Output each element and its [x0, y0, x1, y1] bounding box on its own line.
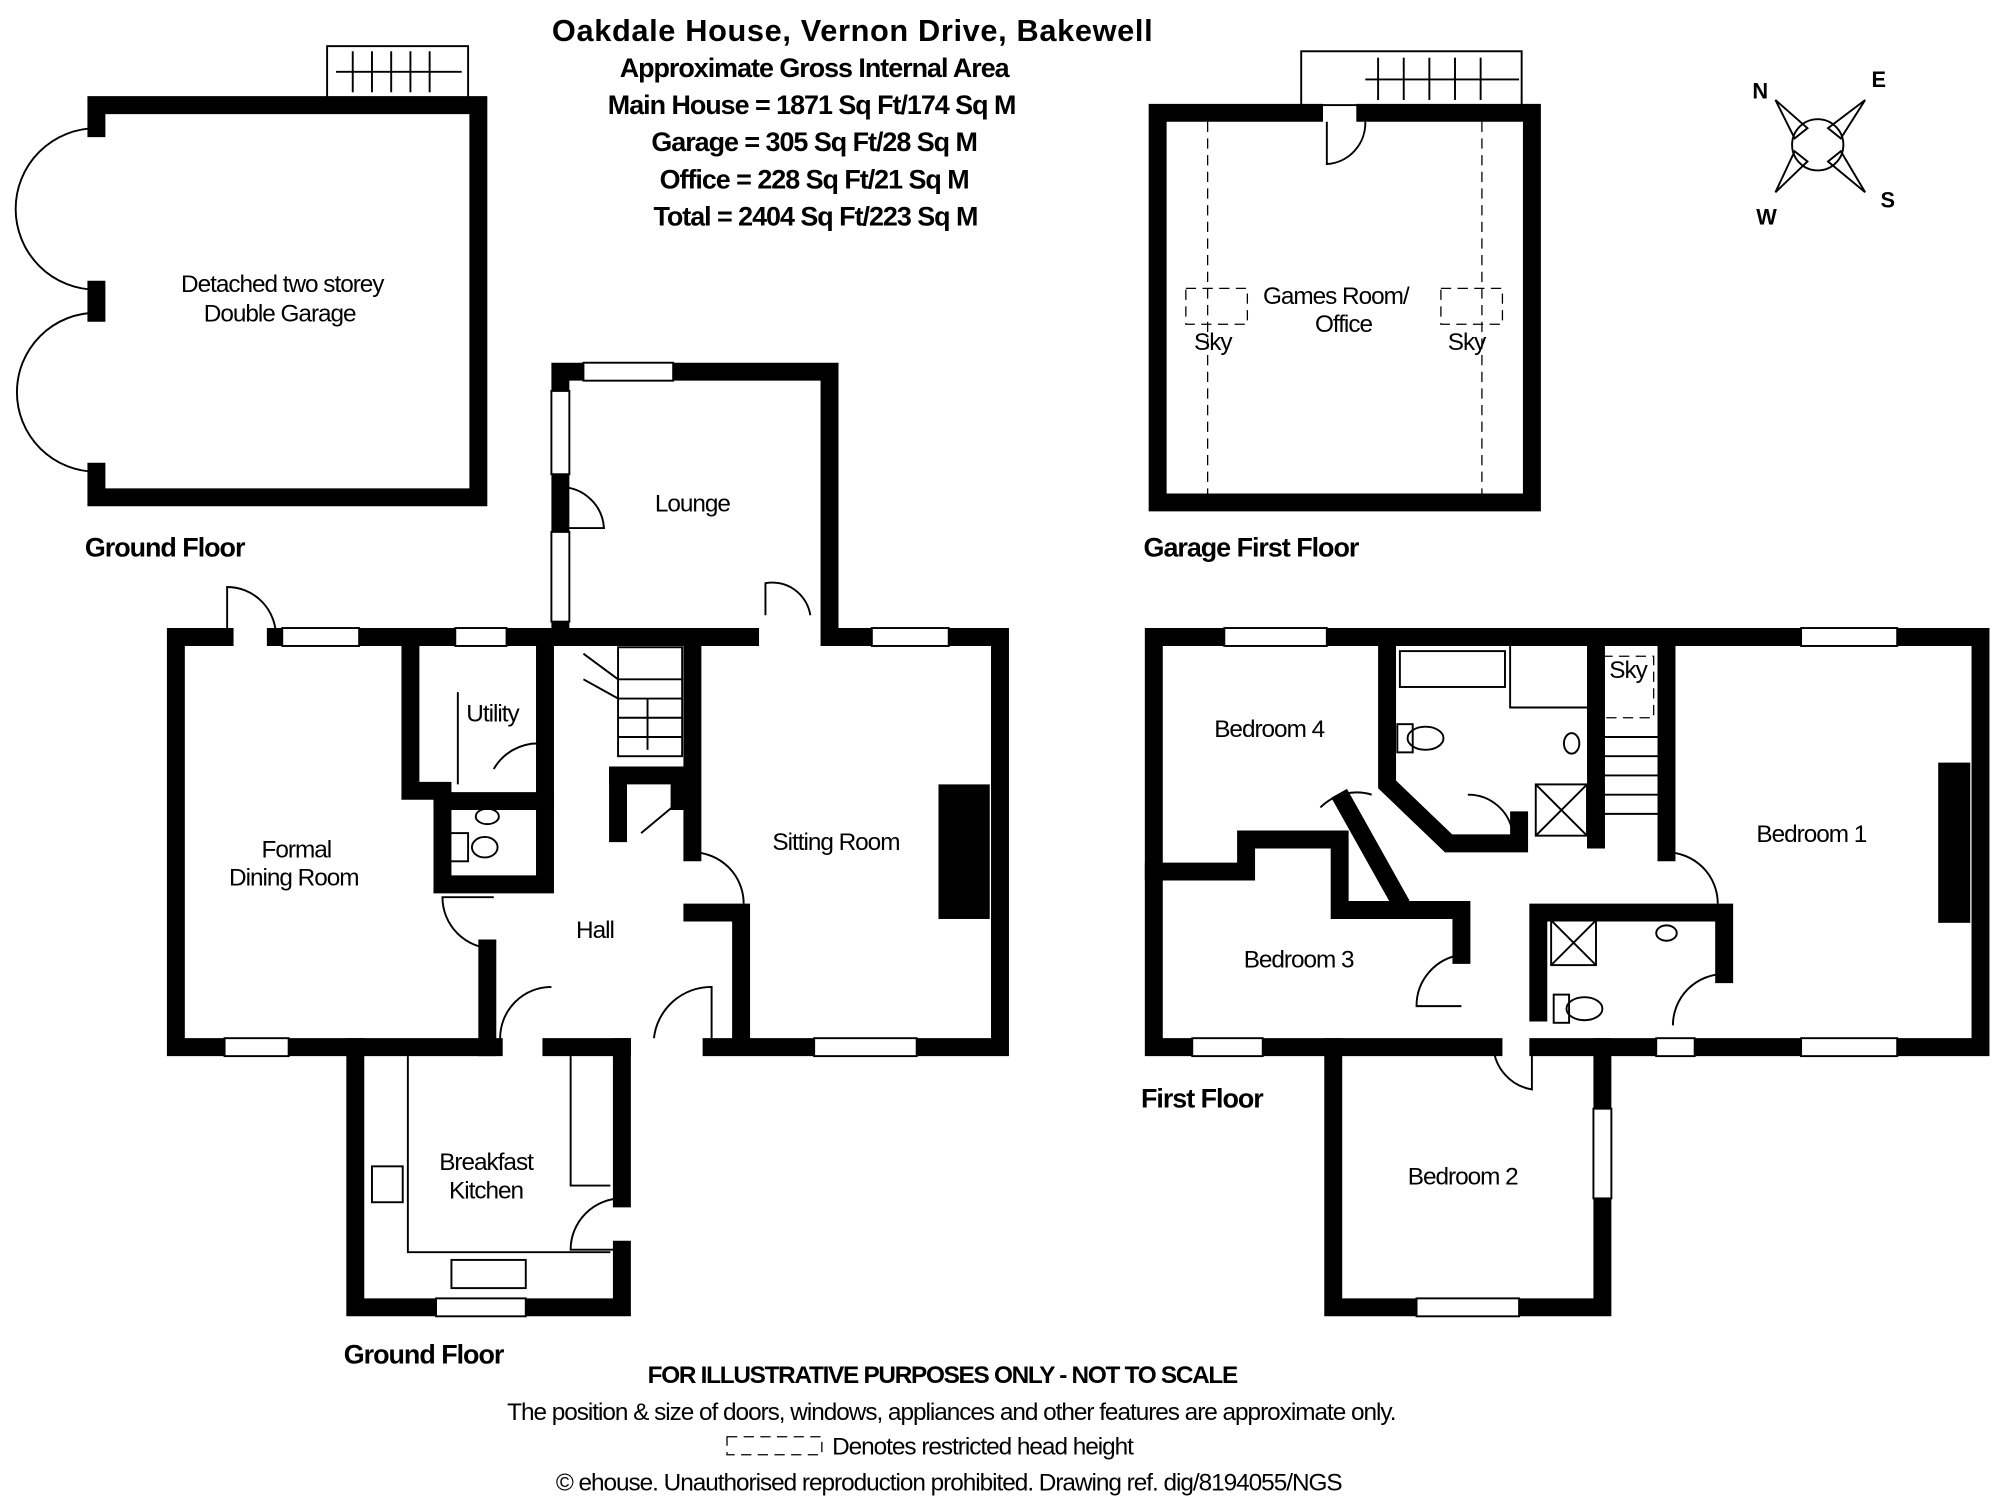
compass-icon: N E S W [1752, 67, 1895, 229]
garage-first-floor-label: Garage First Floor [1144, 532, 1360, 562]
garage-floor-label: Ground Floor [85, 532, 246, 562]
garage-label-1: Detached two storey [181, 271, 385, 298]
kitchen-label-2: Kitchen [449, 1177, 523, 1204]
main-ground-floor: Lounge Utility Formal Dining Room Hall S… [166, 361, 1009, 1370]
compass-w: W [1756, 204, 1777, 229]
dining-label-2: Dining Room [229, 865, 358, 892]
utility-label: Utility [466, 701, 520, 728]
restricted-height-legend: Denotes restricted head height [832, 1434, 1134, 1461]
footer: FOR ILLUSTRATIVE PURPOSES ONLY - NOT TO … [507, 1362, 1396, 1497]
disclaimer: FOR ILLUSTRATIVE PURPOSES ONLY - NOT TO … [648, 1362, 1238, 1389]
stairs-icon [1601, 717, 1664, 840]
garage-ground-floor: Detached two storey Double Garage Ground… [14, 45, 488, 562]
stairs-icon [336, 51, 462, 93]
hob-icon [371, 1165, 404, 1204]
skylight-label: Sky [1609, 657, 1648, 684]
compass-e: E [1872, 67, 1887, 92]
games-room-label-2: Office [1315, 311, 1372, 338]
first-floor-label: First Floor [1141, 1083, 1264, 1113]
first-floor: Bedroom 4 Bedroom 3 Bedroom 1 Bedroom 2 … [1141, 627, 1990, 1318]
header: Oakdale House, Vernon Drive, Bakewell Ap… [552, 13, 1153, 232]
hall-label: Hall [576, 917, 614, 944]
stairs-icon [582, 646, 684, 758]
area-garage: Garage = 305 Sq Ft/28 Sq M [651, 127, 976, 157]
bedroom-2-label: Bedroom 2 [1408, 1163, 1518, 1190]
games-room-label-1: Games Room/ [1263, 283, 1410, 310]
bedroom-3-label: Bedroom 3 [1244, 947, 1354, 974]
bath-icon [1398, 650, 1506, 688]
garage-label-2: Double Garage [204, 301, 356, 328]
ground-floor-label: Ground Floor [344, 1340, 505, 1370]
skylight-right-label: Sky [1448, 329, 1487, 356]
area-total: Total = 2404 Sq Ft/223 Sq M [653, 202, 977, 232]
lounge-label: Lounge [655, 490, 731, 517]
compass-s: S [1881, 188, 1896, 213]
area-office: Office = 228 Sq Ft/21 Sq M [660, 164, 969, 194]
shower-icon [1534, 783, 1588, 837]
area-subtitle: Approximate Gross Internal Area [620, 53, 1011, 83]
dining-label-1: Formal [262, 836, 332, 863]
approximate-note: The position & size of doors, windows, a… [507, 1399, 1395, 1426]
sink-icon [450, 1258, 527, 1290]
bedroom-1-label: Bedroom 1 [1756, 821, 1866, 848]
skylight-left-label: Sky [1194, 329, 1233, 356]
garage-first-floor: Games Room/ Office Sky Sky Garage First … [1144, 50, 1541, 562]
bedroom-4-label: Bedroom 4 [1214, 716, 1324, 743]
kitchen-label-1: Breakfast [439, 1149, 534, 1176]
compass-n: N [1752, 79, 1768, 104]
restricted-height-legend-icon [726, 1436, 823, 1456]
area-main-house: Main House = 1871 Sq Ft/174 Sq M [608, 90, 1016, 120]
property-title: Oakdale House, Vernon Drive, Bakewell [552, 13, 1153, 48]
sitting-room-label: Sitting Room [772, 829, 899, 856]
copyright: © ehouse. Unauthorised reproduction proh… [556, 1470, 1343, 1497]
